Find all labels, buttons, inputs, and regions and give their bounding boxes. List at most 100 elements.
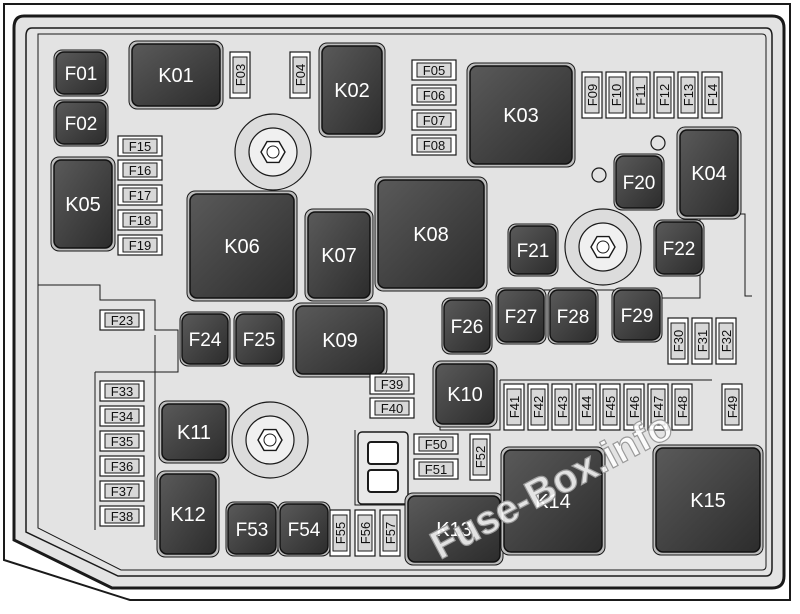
relay-body [53, 159, 113, 249]
relay-body [189, 193, 295, 299]
relay-k06: K06 [186, 190, 298, 302]
fuse-label: F04 [293, 64, 308, 86]
fuse-f53: F53 [225, 501, 279, 557]
fuse-f46: F46 [623, 383, 645, 431]
fuse-label: F03 [233, 64, 248, 86]
fuse-body [279, 503, 329, 555]
fuse-f55: F55 [329, 509, 351, 557]
fuse-label: F28 [557, 307, 590, 328]
fuse-body [235, 313, 283, 365]
fuse-f52: F52 [469, 433, 491, 481]
fuse-label: F40 [381, 401, 403, 416]
relay-label: K01 [158, 65, 194, 87]
fuse-body [674, 388, 690, 426]
fuse-f04: F04 [289, 51, 311, 99]
fuse-f20: F20 [613, 153, 665, 211]
relay-k14: K14 [500, 446, 606, 556]
housing-inner-outline-2 [37, 33, 767, 571]
fuse-f01: F01 [53, 49, 109, 97]
fuse-f12: F12 [653, 71, 675, 119]
fuse-body [554, 388, 570, 426]
fuse-body [613, 289, 661, 341]
fuse-body [292, 56, 308, 94]
fuse-label: F41 [507, 396, 522, 418]
relay-label: K14 [535, 491, 571, 513]
fuse-f21: F21 [507, 223, 559, 277]
relay-label: K02 [334, 80, 370, 102]
housing-inner-outline [25, 27, 773, 577]
relay-body [503, 449, 603, 553]
fuse-label: F36 [111, 459, 133, 474]
relay-body [469, 65, 573, 165]
fuse-label: F44 [579, 396, 594, 418]
fuse-label: F25 [243, 330, 276, 351]
relay-k02: K02 [318, 42, 386, 138]
fuse-f49: F49 [721, 383, 743, 431]
relay-k01: K01 [128, 40, 224, 110]
relay-k10: K10 [432, 360, 498, 428]
fuse-label: F33 [111, 384, 133, 399]
fuse-f51: F51 [413, 458, 459, 480]
fuse-f43: F43 [551, 383, 573, 431]
relay-k09: K09 [292, 302, 388, 378]
relay-k13: K13 [404, 492, 504, 566]
fuse-body [122, 237, 158, 253]
fuse-label: F19 [129, 238, 151, 253]
fuse-body [104, 508, 140, 524]
fuse-f07: F07 [411, 109, 457, 131]
fuse-body [104, 433, 140, 449]
relay-label: K06 [224, 236, 260, 258]
fuse-label: F54 [288, 520, 321, 541]
fuse-f38: F38 [99, 505, 145, 527]
fuse-body [104, 312, 140, 328]
fuse-label: F02 [65, 114, 98, 135]
relay-label: K08 [413, 224, 449, 246]
fuse-label: F09 [585, 84, 600, 106]
relay-k08: K08 [374, 176, 488, 292]
fuse-f26: F26 [441, 297, 493, 355]
fuse-f03: F03 [229, 51, 251, 99]
fuse-label: F16 [129, 163, 151, 178]
fuse-label: F26 [451, 317, 484, 338]
mounting-stud-2 [564, 208, 642, 286]
fuse-f39: F39 [369, 373, 415, 395]
relay-body [307, 211, 371, 299]
relay-body [655, 447, 761, 553]
fuse-f10: F10 [605, 71, 627, 119]
relay-k04: K04 [676, 126, 742, 220]
fuse-label: F53 [236, 520, 269, 541]
fuse-label: F55 [333, 522, 348, 544]
fuse-label: F37 [111, 484, 133, 499]
relay-label: K03 [503, 105, 539, 127]
fuse-f22: F22 [653, 219, 705, 277]
fuse-body [549, 289, 597, 343]
fuse-body [602, 388, 618, 426]
fuse-label: F11 [633, 84, 648, 105]
fuse-body [122, 187, 158, 203]
fuse-label: F57 [383, 522, 398, 544]
fuse-label: F20 [623, 173, 656, 194]
fuse-body [694, 322, 710, 360]
fuse-body [704, 76, 720, 114]
fuse-f15: F15 [117, 135, 163, 157]
fuse-label: F35 [111, 434, 133, 449]
fuse-f11: F11 [629, 71, 651, 119]
fuse-label: F18 [129, 213, 151, 228]
fuse-body [332, 514, 348, 552]
fuse-label: F05 [423, 63, 445, 78]
mounting-stud-3 [231, 401, 309, 479]
fuse-label: F08 [423, 138, 445, 153]
fuse-body [374, 376, 410, 392]
relay-body [161, 403, 227, 461]
fuse-body [656, 76, 672, 114]
fuse-f05: F05 [411, 59, 457, 81]
fuse-label: F23 [111, 313, 133, 328]
fuse-body [374, 400, 410, 416]
fuse-f28: F28 [547, 287, 599, 345]
fuse-f44: F44 [575, 383, 597, 431]
fuse-body [509, 225, 557, 275]
fuse-body [680, 76, 696, 114]
locating-ring [650, 135, 666, 151]
